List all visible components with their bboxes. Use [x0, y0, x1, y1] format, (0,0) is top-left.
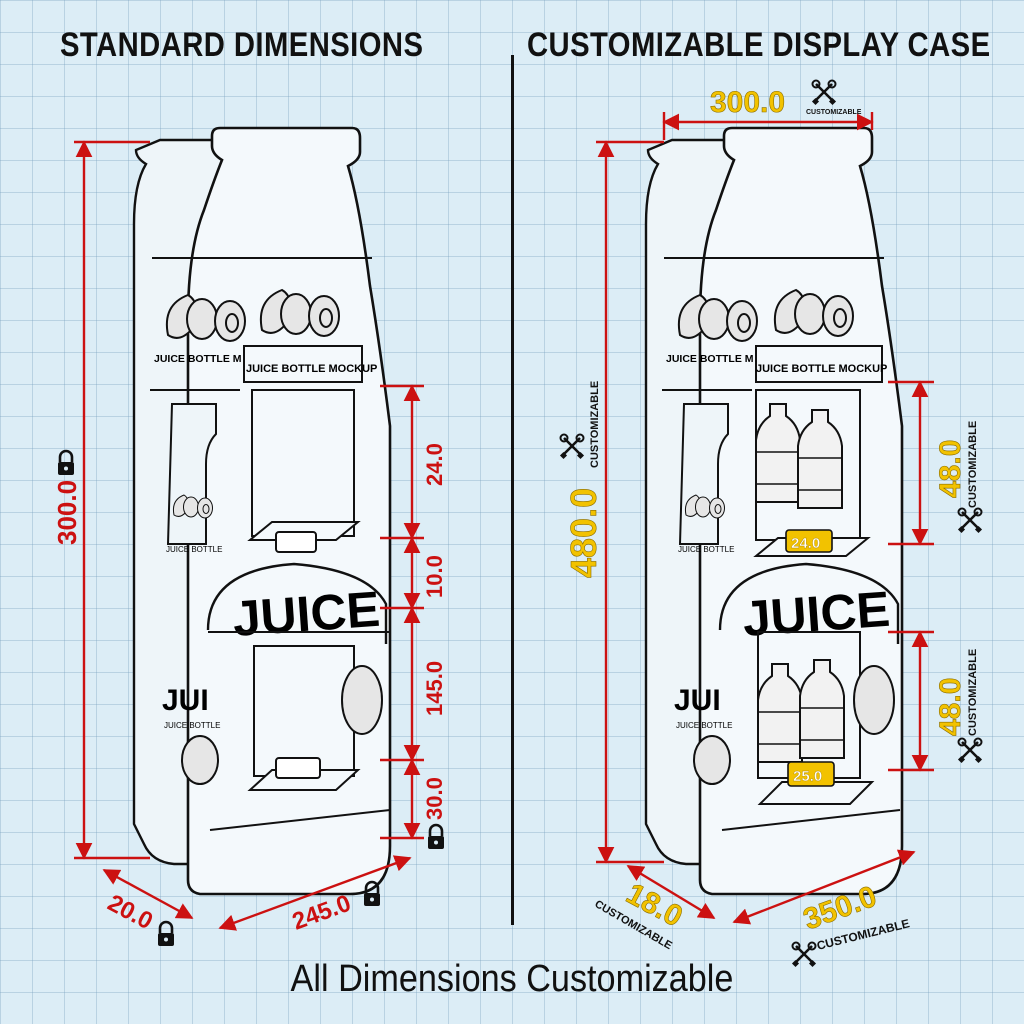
custom-side-small-label: JUICE BOTTLE: [678, 545, 734, 554]
customizable-tag: CUSTOMIZABLE: [589, 381, 601, 468]
side-juice-sub: JUICE BOTTLE: [164, 721, 220, 730]
lock-icon: [156, 920, 176, 948]
lock-icon: [426, 823, 446, 851]
wrench-screwdriver-icon: [558, 433, 586, 461]
custom-side-juice-text: JUI: [674, 684, 721, 717]
custom-side-juice-sub: JUICE BOTTLE: [676, 721, 732, 730]
custom-juice-logo: JUICE: [741, 581, 892, 647]
front-mockup-label: JUICE BOTTLE MOCKUP: [246, 363, 377, 375]
standard-display-case: JUICE BOTTLE M JUICE BOTTLE MOCKUP JUICE…: [132, 126, 392, 896]
std-seg-1-label: 24.0: [422, 443, 447, 486]
side-juice-text: JUI: [162, 684, 209, 717]
std-seg-2-label: 10.0: [422, 555, 447, 598]
custom-dimensions: [596, 112, 934, 925]
customizable-tag: CUSTOMIZABLE: [967, 421, 979, 508]
std-seg-4-label: 30.0: [422, 777, 447, 820]
customizable-display-case: JUICE BOTTLE M JUICE BOTTLE MOCKUP 24.0 …: [644, 126, 904, 896]
custom-top-width-label: 300.0: [710, 86, 785, 119]
standard-dimensions-title: STANDARD DIMENSIONS: [60, 26, 424, 64]
footer-caption: All Dimensions Customizable: [290, 958, 734, 1000]
custom-lower-shelf-label: 48.0: [934, 678, 967, 736]
std-depth-label: 20.0: [103, 889, 157, 935]
customizable-case-title: CUSTOMIZABLE DISPLAY CASE: [527, 26, 991, 64]
price-tag-lower: 25.0: [793, 768, 822, 785]
std-seg-3-label: 145.0: [422, 661, 447, 716]
juice-logo: JUICE: [231, 581, 382, 647]
customizable-tag: CUSTOMIZABLE: [806, 109, 862, 116]
standard-dimensions: [74, 140, 424, 931]
custom-front-mockup-label: JUICE BOTTLE MOCKUP: [756, 363, 887, 375]
price-tag-upper: 24.0: [791, 535, 820, 552]
wrench-screwdriver-icon: [956, 737, 984, 765]
wrench-screwdriver-icon: [956, 507, 984, 535]
lock-icon: [56, 449, 76, 477]
custom-upper-shelf-label: 48.0: [934, 440, 967, 498]
center-divider: [511, 55, 514, 925]
side-bottle-small-label: JUICE BOTTLE: [166, 545, 222, 554]
std-width-label: 245.0: [289, 890, 355, 936]
std-height-label: 300.0: [52, 480, 82, 545]
custom-side-mockup-label: JUICE BOTTLE M: [666, 353, 754, 365]
side-mockup-label: JUICE BOTTLE M: [154, 353, 242, 365]
wrench-screwdriver-icon: [810, 79, 838, 107]
custom-height-label: 480.0: [563, 488, 604, 578]
customizable-tag: CUSTOMIZABLE: [967, 649, 979, 736]
